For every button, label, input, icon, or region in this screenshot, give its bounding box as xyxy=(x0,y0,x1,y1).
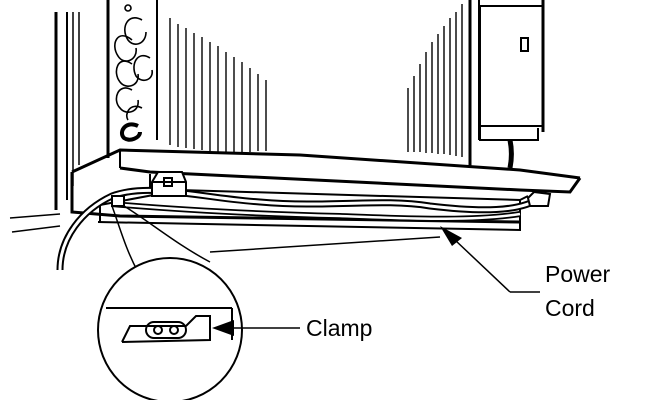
right-clamp xyxy=(526,190,552,207)
power-cord-pointer xyxy=(440,226,540,293)
coil-loops xyxy=(114,4,153,142)
clamp-pointer xyxy=(212,320,300,336)
ac-unit xyxy=(54,0,545,210)
base-pan xyxy=(9,148,582,253)
power-cord-label-line1: Power xyxy=(545,261,611,287)
power-cord xyxy=(56,186,543,271)
left-clamp xyxy=(111,195,125,207)
power-cord-label-line2: Cord xyxy=(545,295,595,321)
clamp-label: Clamp xyxy=(306,315,372,341)
clamp-detail-callout xyxy=(97,205,243,400)
cord-plug xyxy=(151,171,187,197)
condenser-fins xyxy=(169,4,463,157)
